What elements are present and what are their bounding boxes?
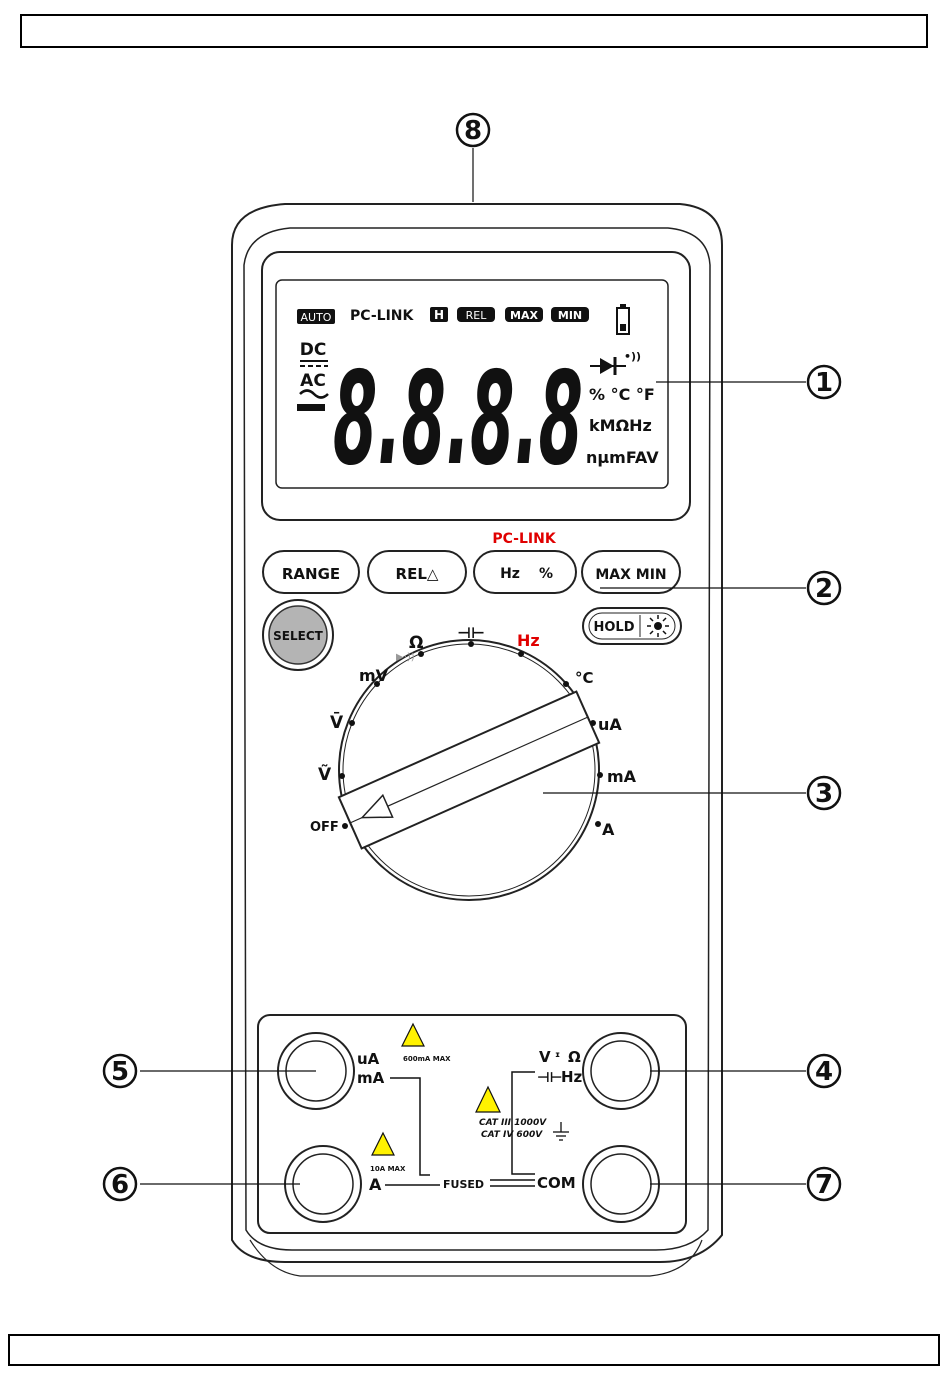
svg-text:8: 8 [464,116,482,146]
warning-icon-ma [402,1024,424,1046]
lcd-auto: AUTO [301,311,332,324]
minus-sign-icon [297,404,325,411]
dial-off-label: OFF [310,820,339,835]
jack-a-label: A [369,1175,382,1194]
lcd-dc: DC [300,340,327,360]
callout-4: 4 [808,1055,840,1087]
lcd-unit-row2: kMΩHz [589,416,652,435]
dial-hz-label: Hz [517,631,540,650]
range-button-label: RANGE [282,565,340,583]
callout-3: 3 [808,777,840,809]
lcd-unit-row1: % °C °F [589,385,655,404]
hz-percent-button[interactable]: Hz % [474,551,576,593]
jack-ohm-label: Ω [568,1048,581,1066]
jack-v-ohm-hz[interactable] [583,1033,659,1109]
lcd-min: MIN [558,309,582,322]
lcd-unit-row3: nµmFAV [586,448,659,467]
callout-5: 5 [104,1055,136,1087]
jack-com[interactable] [583,1146,659,1222]
svg-text:4: 4 [815,1057,833,1087]
cat3-label: CAT III 1000V [479,1118,547,1128]
cat4-label: CAT IV 600V [481,1130,543,1140]
lcd-digits: 8.8.8.8 [333,345,583,494]
svg-text:3: 3 [815,779,833,809]
svg-text:7: 7 [815,1170,833,1200]
max-min-button-label: MAX MIN [595,567,666,583]
lcd-ac: AC [300,371,326,391]
range-button[interactable]: RANGE [263,551,359,593]
svg-text:2: 2 [815,574,833,604]
svg-text:5: 5 [111,1057,129,1087]
callout-6: 6 [104,1168,136,1200]
dial-ua-label: uA [598,715,622,734]
select-button[interactable]: SELECT [263,600,333,670]
lcd-rel: REL [466,309,488,322]
dial-ohm-label: Ω [409,633,423,653]
warning-icon-a [372,1133,394,1155]
dial-a-label: A [602,820,615,839]
a-max-label: 10A MAX [370,1165,406,1173]
lcd-hold: H [434,308,444,322]
hold-button-label: HOLD [593,620,634,635]
backlight-icon [647,615,669,637]
dial-ma-label: mA [607,767,637,786]
select-button-label: SELECT [273,629,323,643]
callout-8: 8 [457,114,489,146]
dial-temp-label: °C [575,669,594,687]
dial-cap-label: ⊣⊢ [457,624,484,642]
jack-ua-label: uA [357,1050,380,1068]
rel-button[interactable]: REL△ [368,551,466,593]
capacitor-icon: ⊣⊢ [537,1070,563,1086]
pc-link-label: PC-LINK [492,531,557,547]
jack-com-label: COM [537,1174,576,1192]
continuity-icon: •)) [624,350,641,363]
svg-text:6: 6 [111,1170,129,1200]
fused-label: FUSED [443,1178,484,1191]
lcd-pc-link: PC-LINK [350,308,415,324]
jack-ma-label: mA [357,1069,385,1087]
svg-text:1: 1 [815,368,833,398]
fuse-line [390,1078,430,1175]
hz-button-label: Hz [500,566,520,582]
dial-v-dc-label: V̄ [330,711,344,733]
thermometer-icon: ᶦ [555,1048,560,1066]
rel-button-label: REL△ [396,565,439,583]
callout-2: 2 [808,572,840,604]
percent-button-label: % [539,566,553,582]
meter-body-lip [250,1240,702,1276]
dial-mv-label: mV [359,666,389,685]
hold-button[interactable]: HOLD [583,608,681,644]
ground-icon [553,1122,569,1140]
ma-max-label: 600mA MAX [403,1055,451,1063]
warning-icon-cat [476,1087,500,1112]
dial-diode-continuity-icon: ▶·)) [396,652,415,663]
max-min-button[interactable]: MAX MIN [582,551,680,593]
lcd-max: MAX [510,309,538,322]
callout-1: 1 [808,366,840,398]
jack-hz-label: Hz [561,1068,583,1086]
jack-v-label: V [539,1048,551,1066]
callout-7: 7 [808,1168,840,1200]
dial-v-ac-label: Ṽ [318,762,332,785]
